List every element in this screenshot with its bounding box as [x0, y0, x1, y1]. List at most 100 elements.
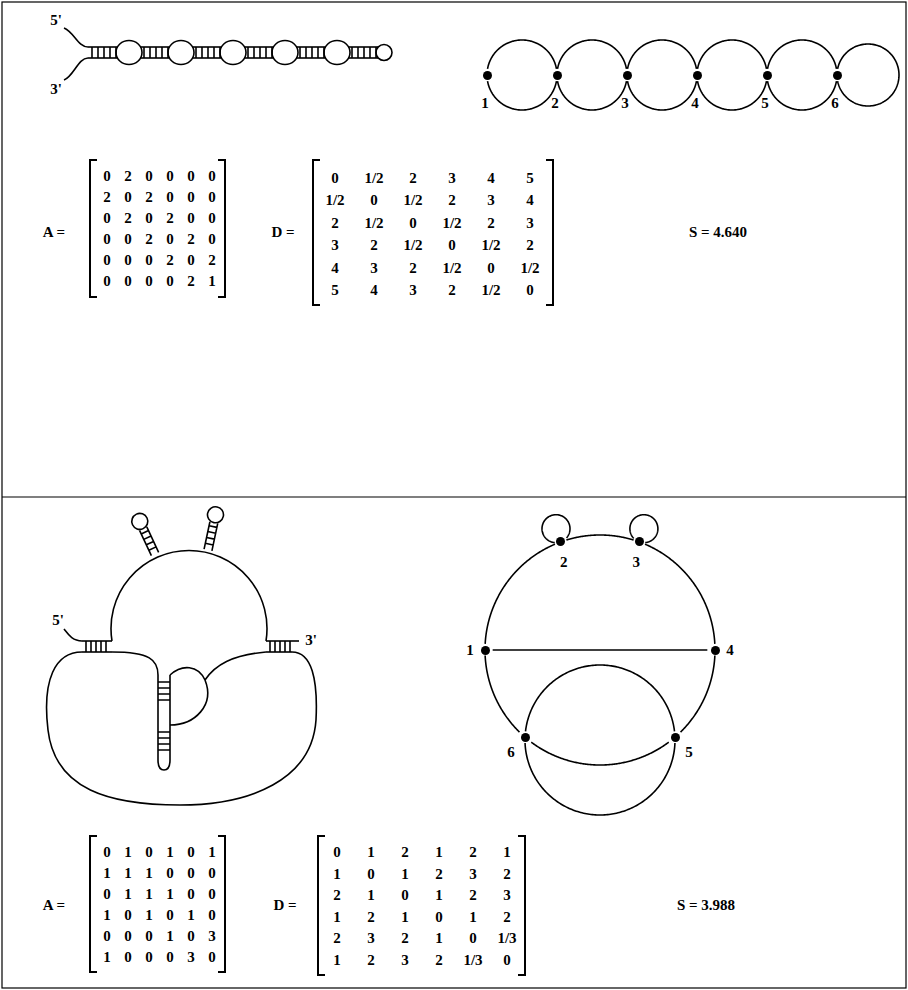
matrix-cell: 0 [124, 908, 132, 923]
matrix-cell: 2 [145, 190, 153, 205]
matrix-cell: 2 [401, 845, 409, 860]
matrix-bracket [90, 836, 97, 972]
matrix-cell: 0 [487, 260, 495, 275]
graph-edge [488, 40, 557, 69]
matrix-cell: 2 [103, 190, 111, 205]
matrix-cell: 1/2 [481, 238, 500, 253]
internal-loop [116, 41, 142, 65]
matrix-cell: 2 [333, 931, 341, 946]
matrix-cell: 0 [187, 169, 195, 184]
internal-loop [272, 41, 298, 65]
matrix-cell: 0 [166, 274, 174, 289]
matrix-cell: 0 [124, 253, 132, 268]
matrix-cell: 1 [145, 887, 153, 902]
matrix-cell: 0 [103, 253, 111, 268]
matrix-cell: 3 [367, 931, 375, 946]
vertex-number: 2 [560, 554, 568, 569]
vertex-number: 3 [621, 96, 629, 111]
matrix-cell: 1/2 [403, 238, 422, 253]
graph-vertex: 2 [556, 537, 565, 546]
strand-tail [64, 58, 88, 80]
graph-edge [645, 544, 715, 644]
stem-rung [357, 47, 359, 58]
matrix-name: D = [273, 898, 296, 913]
pseudoknot-loop [170, 668, 208, 725]
vertex-number: 5 [685, 745, 693, 760]
graph-edge [558, 40, 627, 69]
matrix-cell: 1/2 [442, 260, 461, 275]
hairpin [200, 505, 225, 551]
stem-rung [109, 47, 111, 58]
stem-rung [149, 47, 151, 58]
graph-edge [485, 656, 519, 733]
multiloop [111, 551, 267, 641]
graph-vertex: 3 [635, 537, 644, 546]
matrix-cell: 3 [187, 950, 195, 965]
matrix-cell: 0 [124, 190, 132, 205]
graph-edge [531, 742, 668, 765]
matrix-cell: 0 [145, 929, 153, 944]
matrix-cell: 0 [370, 193, 378, 208]
stem-rung [351, 47, 353, 58]
stem-rung [299, 47, 301, 58]
matrix-cell: 1 [435, 931, 443, 946]
vertex-number: 6 [507, 745, 515, 760]
pseudoknot-strand [205, 652, 266, 680]
graph-edge [488, 81, 557, 110]
matrix-cell: 1/2 [442, 215, 461, 230]
pseudoknot-strand [112, 652, 170, 770]
matrix-cell: 0 [187, 253, 195, 268]
matrix-cell: 0 [166, 190, 174, 205]
matrix-cell: 0 [187, 929, 195, 944]
matrix-cell: 0 [145, 274, 153, 289]
stem-rung [305, 47, 307, 58]
matrix-cell: 2 [469, 845, 477, 860]
matrix-cell: 0 [187, 845, 195, 860]
matrix-cell: 1 [401, 909, 409, 924]
stem-rung [253, 47, 255, 58]
strand-tail [64, 629, 82, 641]
graph-vertex: 1 [481, 646, 490, 655]
matrix-cell: 0 [208, 232, 216, 247]
matrix-cell: 1/2 [481, 283, 500, 298]
matrix-cell: 4 [526, 193, 534, 208]
matrix-cell: 2 [469, 888, 477, 903]
matrix-cell: 0 [103, 169, 111, 184]
matrix-cell: 0 [166, 232, 174, 247]
matrix-cell: 1 [166, 887, 174, 902]
matrix-cell: 0 [208, 866, 216, 881]
matrix-cell: 3 [208, 929, 216, 944]
matrix-cell: 0 [187, 866, 195, 881]
vertex-number: 2 [551, 96, 559, 111]
strand-tail [64, 28, 88, 47]
matrix-cell: 0 [448, 238, 456, 253]
matrix-cell: 1/2 [403, 193, 422, 208]
graph-edge [698, 81, 767, 110]
internal-loop [168, 41, 194, 65]
matrix-cell: 0 [124, 274, 132, 289]
matrix-cell: 0 [208, 169, 216, 184]
stem-rung [311, 47, 313, 58]
graph-vertex: 3 [623, 71, 632, 80]
matrix-cell: 0 [124, 232, 132, 247]
graph-edge [838, 44, 899, 106]
matrix-cell: 0 [469, 931, 477, 946]
matrix-cell: 0 [435, 909, 443, 924]
vertex-number: 1 [466, 643, 474, 658]
graph-vertex: 4 [711, 646, 720, 655]
matrix-bracket [218, 836, 225, 972]
matrix-name: A = [43, 225, 65, 240]
matrix-cell: 2 [487, 215, 495, 230]
stem-rung [259, 47, 261, 58]
matrix-cell: 0 [333, 845, 341, 860]
matrix-cell: 0 [503, 952, 511, 967]
graph-edge [768, 40, 837, 69]
stem-rung [201, 47, 203, 58]
graph-edge [681, 656, 715, 733]
matrix-cell: 0 [103, 845, 111, 860]
matrix-cell: 2 [409, 260, 417, 275]
matrix-bracket [318, 836, 325, 975]
